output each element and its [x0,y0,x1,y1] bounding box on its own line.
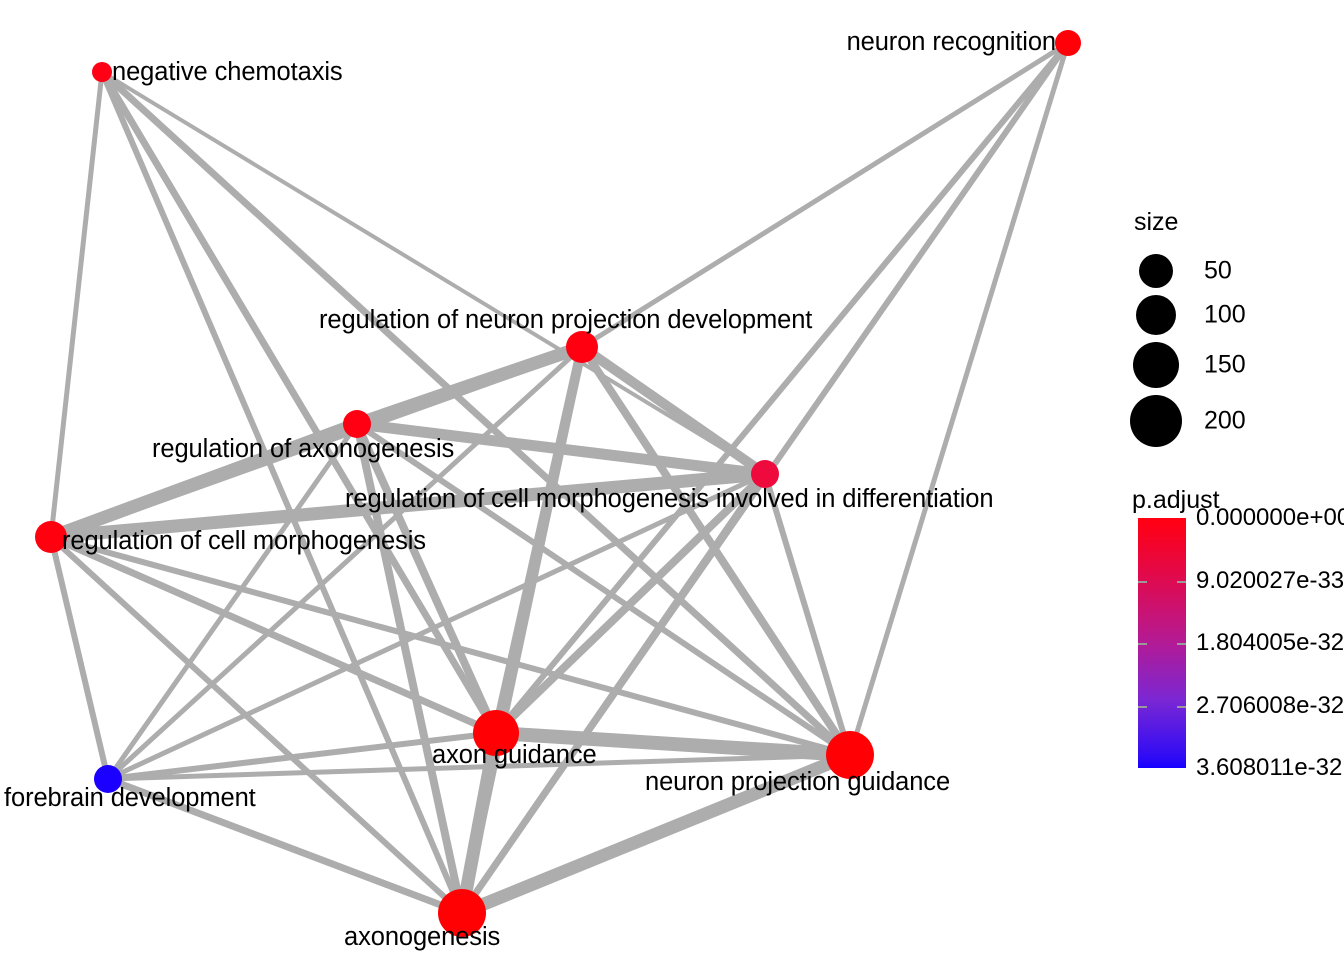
padjust-colorbar: 0.000000e+00 9.020027e-33 1.804005e-32 2.70… [1138,504,1344,781]
colorbar-tick-label: 3.608011e-32 [1196,754,1343,781]
network-edge [355,421,852,758]
network-edge [100,70,767,476]
node-label: regulation of cell morphogenesis [62,527,426,555]
node-label: negative chemotaxis [112,58,343,86]
colorbar-tick [1138,580,1147,583]
node-label: axonogenesis [344,923,501,951]
network-edge [48,536,111,780]
size-legend-title: size [1134,208,1179,236]
colorbar-tick-label: 1.804005e-32 [1196,629,1344,656]
network-edge [106,775,464,917]
network-edge [579,342,768,479]
size-legend-item: 100 [1130,290,1344,340]
edges-layer [48,40,1071,920]
node-label: regulation of axonogenesis [152,435,455,463]
colorbar-tick-label: 2.706008e-32 [1196,691,1344,719]
colorbar-tick [1177,705,1186,708]
size-legend-label: 200 [1204,406,1246,435]
network-edge [48,417,360,544]
colorbar-tick-label: 9.020027e-33 [1196,566,1344,594]
network-edge [107,730,497,782]
network-node[interactable] [751,460,779,488]
network-edge [847,42,1071,756]
network-edge [50,467,766,544]
network-node[interactable] [438,889,486,937]
network-edge [493,41,1071,735]
nodes-layer [35,30,1081,937]
size-legend-item: 200 [1130,395,1344,447]
network-edge [459,472,768,915]
network-edge [493,471,768,736]
network-edge [99,70,465,915]
network-edge [356,418,766,480]
network-edge [459,748,853,920]
plot-legend: size 50 100 150 200 p.adjust 0.000000e+00 9.… [1130,200,1344,781]
network-node[interactable] [826,731,874,779]
network-edge [455,731,503,915]
node-label: neuron projection guidance [645,768,951,796]
node-label: axon guidance [432,741,597,769]
network-node[interactable] [343,410,371,438]
network-edge [106,471,767,782]
size-legend-swatch [1136,295,1176,335]
colorbar-tick-label: 0.000000e+00 [1196,504,1344,531]
network-edge [580,40,1070,350]
size-legend-label: 150 [1204,350,1246,379]
network-edge [50,534,851,758]
network-edge [48,534,465,916]
network-node[interactable] [92,62,112,82]
network-node[interactable] [566,331,598,363]
size-legend-swatch [1130,395,1182,447]
network-edge [99,69,853,758]
padjust-legend-title: p.adjust [1132,486,1220,514]
size-legend-swatch [1139,254,1173,288]
colorbar-tick [1177,580,1186,583]
network-node[interactable] [473,710,519,756]
size-legend-swatch [1133,342,1179,388]
size-legend-label: 100 [1204,300,1246,329]
node-label: forebrain development [4,784,256,812]
network-edge [353,422,500,735]
network-edge [107,752,851,782]
network-edge [49,533,498,737]
size-legend-item: 150 [1130,340,1344,390]
network-node[interactable] [35,521,67,553]
network-edge [98,70,500,735]
network-edge [495,726,851,762]
network-edge [106,345,584,781]
colorbar-tick [1138,705,1147,708]
node-label: neuron recognition [846,28,1057,56]
network-node[interactable] [1055,30,1081,56]
colorbar-tick [1138,643,1147,645]
size-legend-item: 50 [1130,246,1344,296]
network-edge [762,473,853,756]
node-label: regulation of neuron projection developm… [319,306,813,334]
colorbar-tick [1177,643,1186,645]
size-legend-label: 50 [1204,256,1232,285]
network-edge [105,422,360,781]
node-label: regulation of cell morphogenesis involve… [345,485,994,513]
network-node[interactable] [94,765,122,793]
network-edge [48,71,105,538]
